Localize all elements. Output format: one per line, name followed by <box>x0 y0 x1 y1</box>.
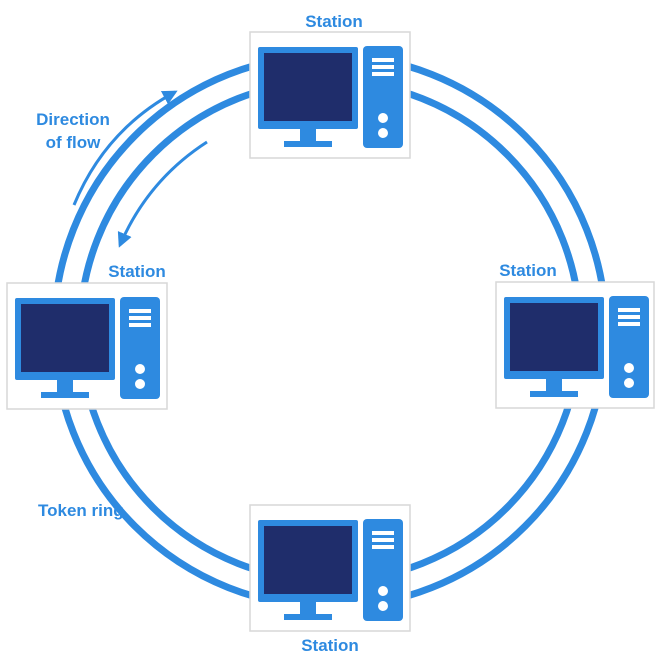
desktop-computer-icon <box>15 297 160 399</box>
direction-label-line1: Direction <box>36 110 110 129</box>
desktop-computer-icon <box>258 46 403 148</box>
direction-label-line2: of flow <box>46 133 102 152</box>
station-top <box>249 31 411 159</box>
station-right <box>495 281 655 409</box>
desktop-computer-icon <box>258 519 403 621</box>
station-left <box>6 282 168 410</box>
station-bottom <box>249 504 411 632</box>
token-ring-label: Token ring <box>38 501 124 520</box>
curved-arrow-icon <box>72 90 178 206</box>
station-label-bottom: Station <box>301 636 359 655</box>
desktop-computer-icon <box>504 296 649 398</box>
station-label-left: Station <box>108 262 166 281</box>
station-label-top: Station <box>305 12 363 31</box>
curved-arrow-icon <box>117 140 208 248</box>
station-label-right: Station <box>499 261 557 280</box>
flow-arrows <box>72 90 208 248</box>
